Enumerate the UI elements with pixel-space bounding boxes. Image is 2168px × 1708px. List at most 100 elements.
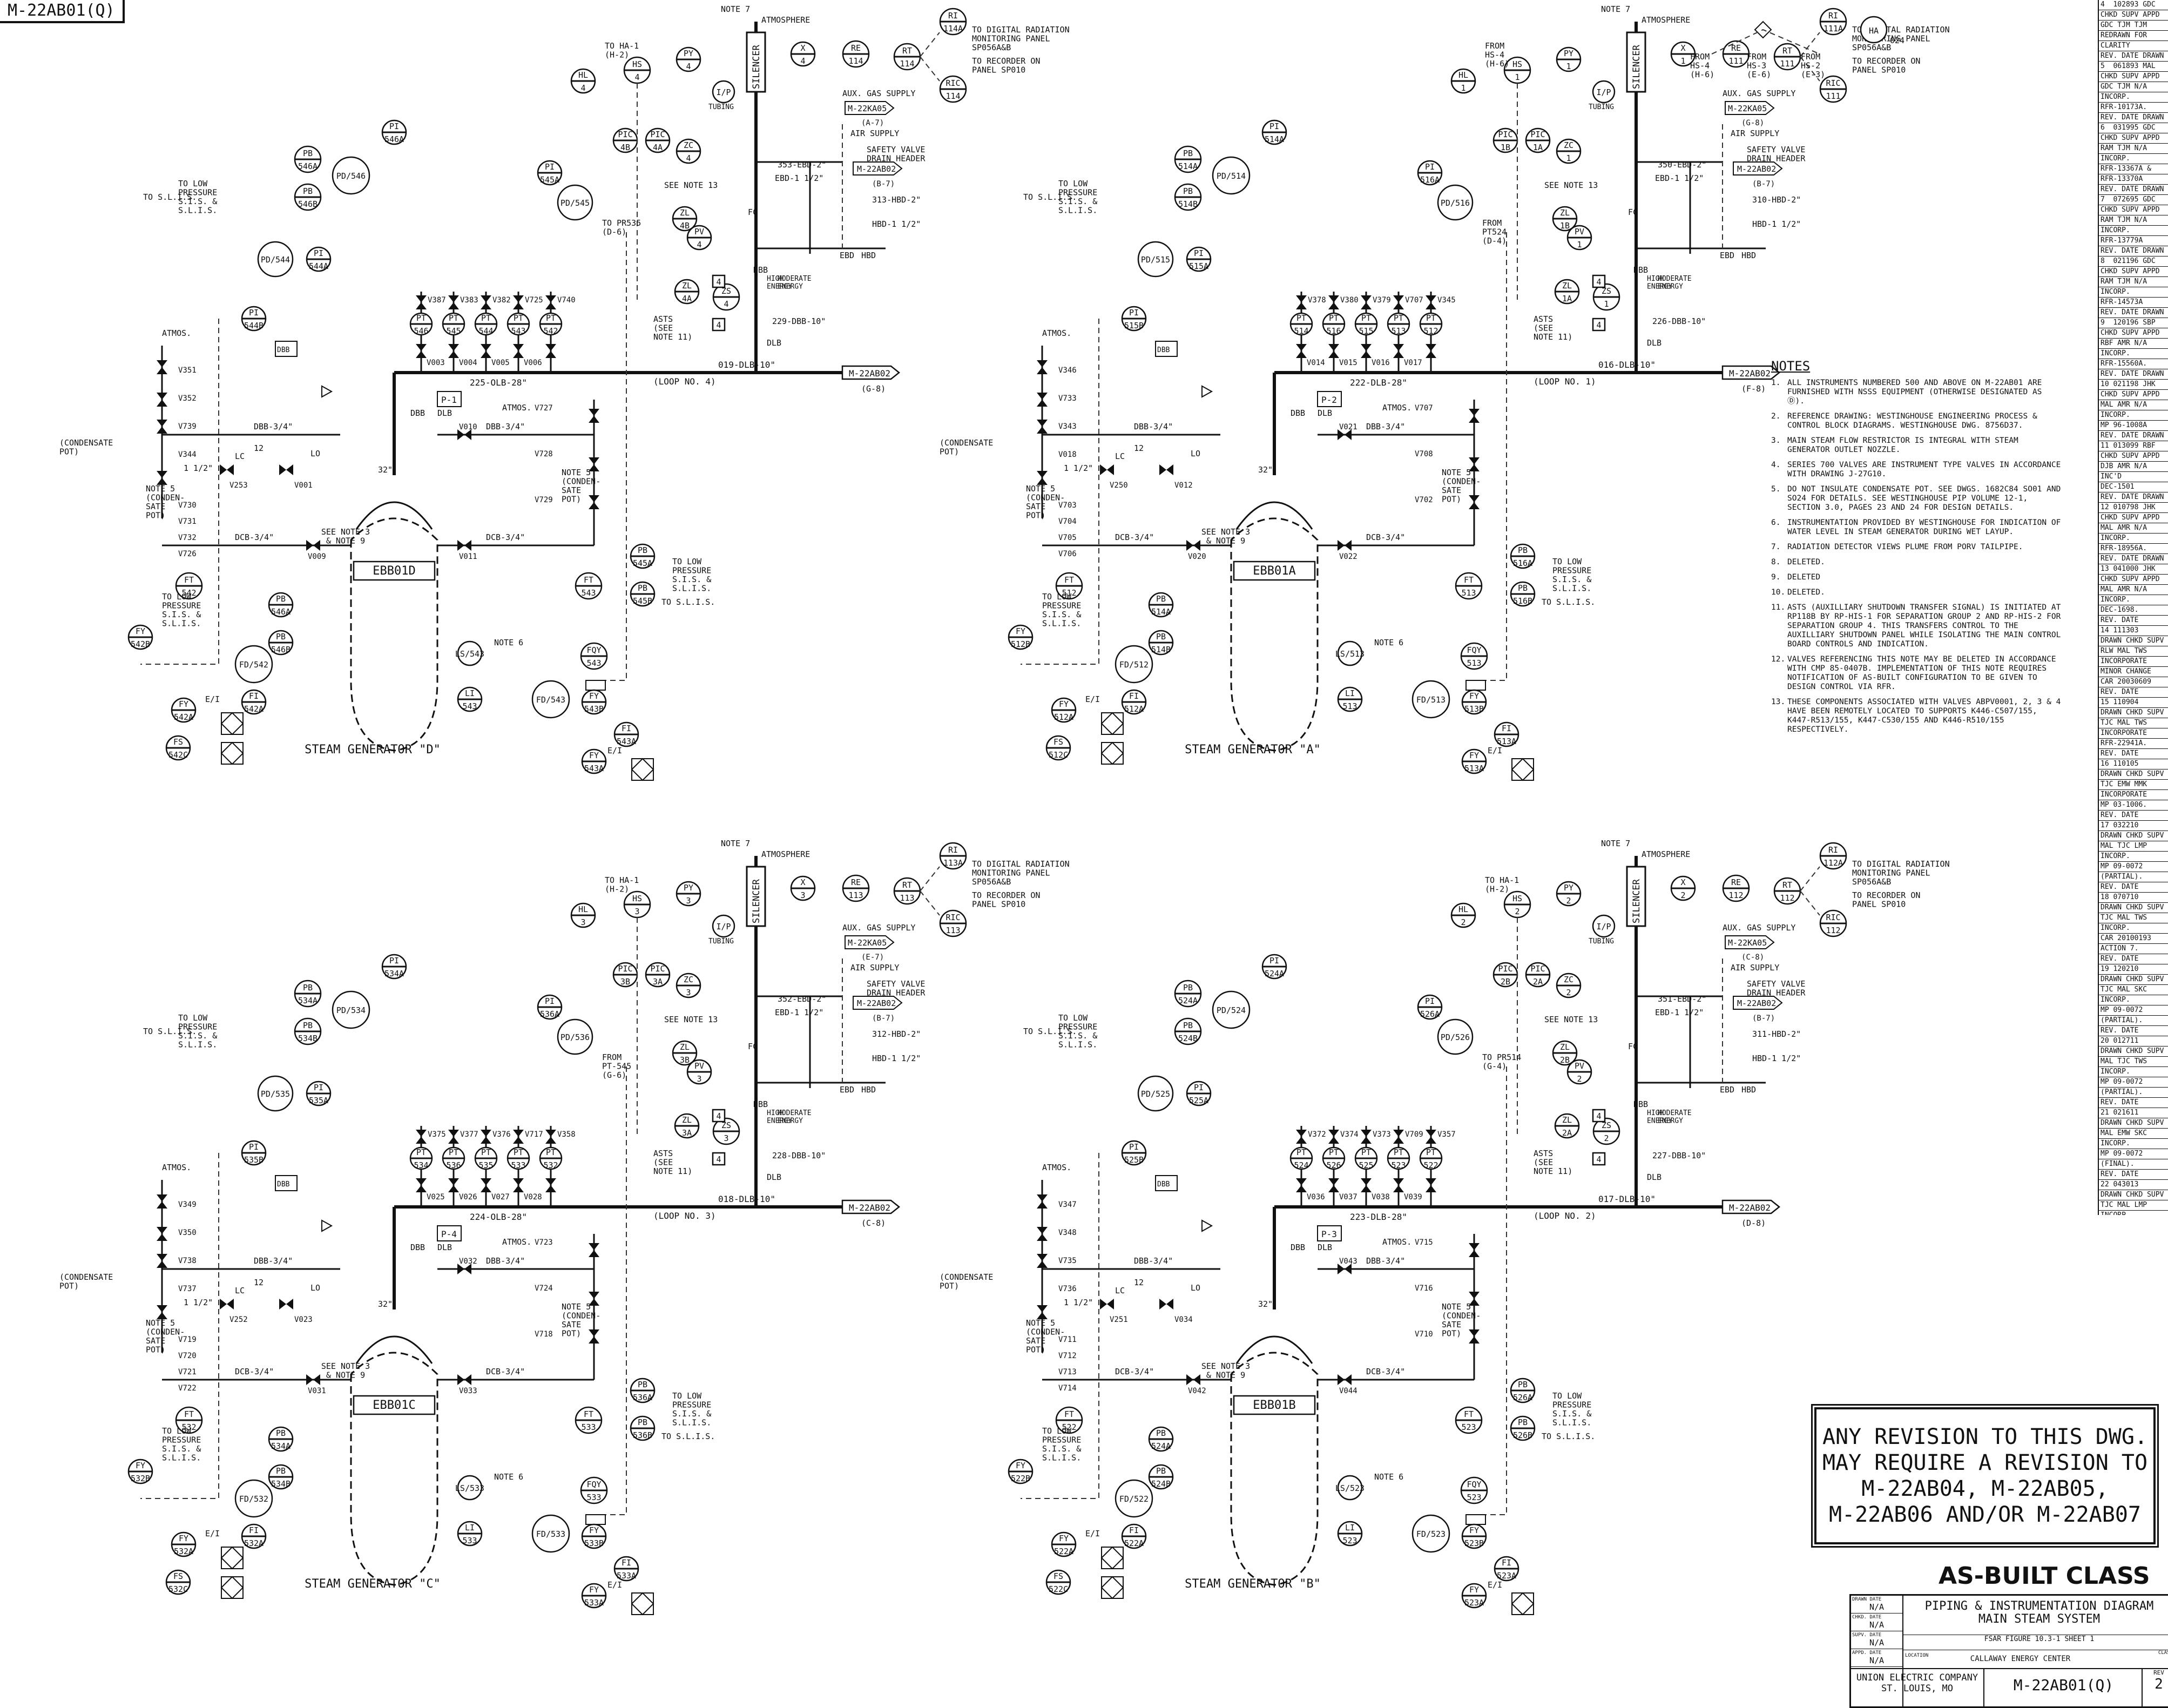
revision-entry: INCORP.	[2099, 349, 2168, 359]
lc-tag: LC	[235, 1286, 245, 1295]
note6-label: NOTE 6	[494, 1472, 523, 1482]
bubble-tag: FT	[1064, 575, 1074, 585]
signal-line	[1800, 32, 1820, 57]
bubble-tag: ZC	[684, 975, 693, 984]
valve-half	[1107, 1299, 1114, 1309]
valve-half	[1426, 302, 1436, 309]
bubble-tag: PV	[1575, 227, 1584, 237]
valve-tag: V031	[308, 1387, 326, 1395]
bubble-tag: RT	[1782, 880, 1792, 890]
revision-entry: INCORP.	[2099, 1211, 2168, 1216]
lc-valve-icon	[220, 464, 234, 475]
bubble-number: 522	[1423, 1160, 1438, 1170]
bubble-tag: PD/514	[1217, 171, 1246, 181]
dlb-label: DLB	[437, 1243, 452, 1252]
revision-entry: MP 03-1006.	[2099, 800, 2168, 811]
note-item: 9.DELETED	[1771, 573, 2063, 582]
note-item: 11.ASTS (AUXILLIARY SHUTDOWN TRANSFER SI…	[1771, 603, 2063, 649]
bubble-tag: FS	[173, 1571, 183, 1581]
bubble-tag: PI	[1129, 308, 1139, 318]
valve-half	[313, 1374, 320, 1385]
root-valve-icon	[1296, 295, 1307, 309]
bubble-circle	[457, 640, 483, 666]
bubble-tag: PB	[303, 1021, 313, 1030]
bubble-number: 512A	[1054, 712, 1073, 722]
root-valve-icon	[1328, 1178, 1339, 1192]
safety-valve-ref: M-22AB02	[1737, 164, 1776, 174]
revision-entry: CHKD SUPV APPD	[2099, 390, 2168, 400]
bubble-tag: ZC	[684, 140, 693, 150]
valve-half	[157, 478, 167, 485]
bubble-tag: X	[800, 877, 805, 887]
dbb-box-label: DBB	[1157, 346, 1170, 354]
aux-gas-ref: M-22KA05	[848, 104, 887, 113]
revision-entry: RFR-13370A	[2099, 174, 2168, 185]
valve-tag: V250	[1110, 481, 1128, 490]
revision-entry: 6 031995 GDC	[2099, 123, 2168, 133]
box-label: 4	[1596, 277, 1601, 287]
sg-tag: EBB01C	[373, 1399, 415, 1412]
valve-half	[416, 351, 427, 358]
bubble-tag: FT	[184, 1409, 194, 1419]
bubble-tag: FI	[1129, 1525, 1139, 1535]
see-note-13: SEE NOTE 13	[664, 1015, 718, 1024]
hl-bubble: HL4	[570, 68, 596, 94]
signal-box	[1465, 1514, 1486, 1525]
valve-half	[157, 1227, 167, 1234]
dbo-box	[1155, 1175, 1178, 1191]
pv-bubble: PV2	[1566, 1059, 1592, 1085]
bubble-number: 2	[1577, 1074, 1582, 1084]
valve-tag: V373	[1373, 1130, 1391, 1139]
pv-bubble: PV3	[686, 1059, 712, 1085]
valve-half	[1345, 1374, 1352, 1385]
lo-tag: LO	[1191, 1283, 1200, 1293]
valve-tag: V357	[1437, 1130, 1456, 1139]
bubble-tag: PT	[1426, 313, 1436, 323]
loop-box: 4	[712, 1109, 726, 1123]
box-label: 4	[1596, 1111, 1601, 1121]
aux-gas-ref: M-22KA05	[1728, 104, 1767, 113]
fd-bubble: FD/532	[234, 1479, 273, 1518]
valve-half	[513, 351, 524, 358]
revision-entry: 18 070710	[2099, 893, 2168, 903]
bubble-tag: PI	[545, 996, 555, 1006]
instrument-valve-icon	[1469, 457, 1480, 471]
valve-tag: V252	[229, 1315, 248, 1324]
interlock-box	[1511, 1592, 1534, 1615]
valve-half	[1037, 478, 1048, 485]
revision-entry: REV. DATE	[2099, 954, 2168, 964]
bubble-tag: ZS	[1602, 286, 1611, 296]
valve-tag: V039	[1404, 1193, 1422, 1201]
valve-half	[1426, 1137, 1436, 1144]
bubble-number: 535A	[309, 1096, 328, 1105]
bubble-circle	[1592, 914, 1616, 938]
bubble-tag: FY	[1469, 691, 1479, 701]
valve-tag: V723	[535, 1238, 553, 1247]
ebd-size: EBD-1 1/2"	[775, 1008, 823, 1017]
bubble-circle	[1212, 156, 1251, 195]
interlock-box	[1101, 742, 1124, 765]
sg-note-ref: SEE NOTE 3& NOTE 9	[321, 1361, 370, 1380]
valve-tag: V005	[491, 359, 510, 367]
aux-gas-connector	[1725, 935, 1775, 949]
ei-label: E/I	[1488, 746, 1502, 755]
valve-half	[481, 1178, 491, 1185]
valve-half	[220, 1299, 227, 1309]
see-note-13: SEE NOTE 13	[1544, 180, 1598, 190]
bubble-tag: FQY	[586, 1480, 601, 1489]
bubble-tag: PB	[638, 1380, 647, 1389]
revision-entry: REV. DATE	[2099, 1098, 2168, 1108]
